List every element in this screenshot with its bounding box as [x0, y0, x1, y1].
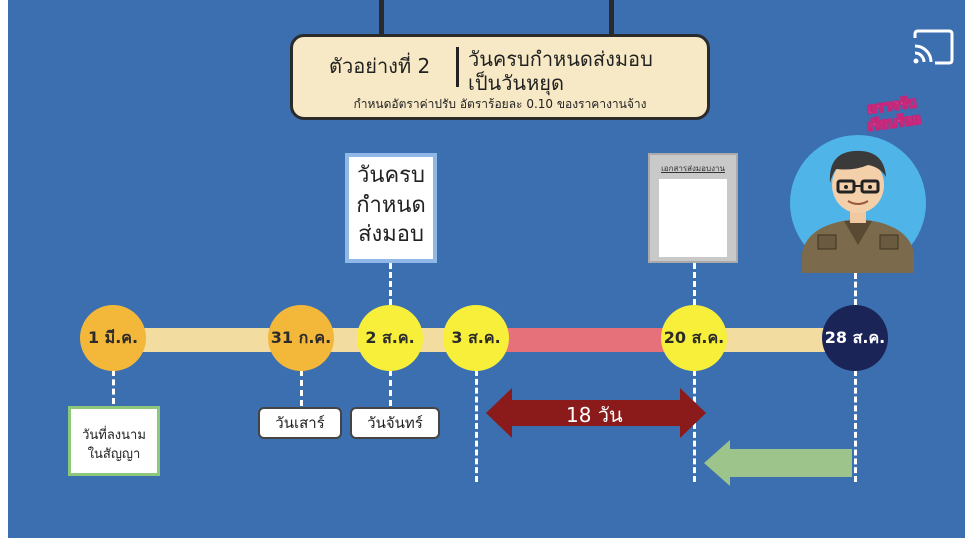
delivery-document: เอกสารส่งมอบงาน — [648, 153, 738, 263]
due-line2: กำหนด — [356, 192, 426, 218]
days-count-label: 18 วัน — [566, 403, 623, 427]
title-subtitle: กำหนดอัตราค่าปรับ อัตราร้อยละ 0.10 ของรา… — [353, 97, 647, 111]
contract-sign-card: วันที่ลงนาม ในสัญญา — [68, 406, 160, 476]
date-node-1: 1 มี.ค. — [80, 305, 146, 371]
back-arrow — [704, 440, 852, 486]
date-node-6: 28 ส.ค. — [822, 305, 888, 371]
connector-5-bottom — [693, 370, 696, 482]
connector-3-bottom — [389, 370, 392, 406]
video-frame: ตัวอย่างที่ 2 วันครบกำหนดส่งมอบ เป็นวันห… — [8, 0, 965, 538]
hanging-string-left — [379, 0, 384, 40]
connector-3-top — [389, 263, 392, 305]
date-node-5: 20 ส.ค. — [661, 305, 727, 371]
title-box: ตัวอย่างที่ 2 วันครบกำหนดส่งมอบ เป็นวันห… — [290, 34, 710, 120]
document-label: เอกสารส่งมอบงาน — [661, 164, 725, 173]
document-paper — [659, 179, 727, 257]
connector-4 — [475, 370, 478, 482]
sign-line1: วันที่ลงนาม — [82, 428, 146, 443]
due-line3: ส่งมอบ — [358, 222, 424, 248]
sign-line2: ในสัญญา — [87, 446, 141, 462]
inspection-label: ตรวจรับ เรียบร้อย — [836, 91, 950, 140]
date-node-4: 3 ส.ค. — [443, 305, 509, 371]
due-line1: วันครบ — [357, 163, 425, 188]
officer-avatar — [790, 135, 926, 273]
days-double-arrow — [486, 388, 706, 438]
connector-6-top — [854, 273, 857, 305]
connector-5-top — [693, 263, 696, 305]
title-separator — [456, 47, 459, 87]
connector-1 — [112, 370, 115, 404]
date-node-2: 31 ก.ค. — [268, 305, 334, 371]
title-line2: เป็นวันหยุด — [468, 71, 564, 95]
connector-2 — [300, 370, 303, 406]
title-line1: วันครบกำหนดส่งมอบ — [468, 47, 653, 71]
example-label: ตัวอย่างที่ 2 — [329, 54, 431, 78]
connector-6-bottom — [854, 370, 857, 482]
cast-icon[interactable] — [911, 28, 955, 66]
hanging-string-right — [609, 0, 614, 40]
monday-label: วันจันทร์ — [350, 407, 440, 439]
date-node-3: 2 ส.ค. — [357, 305, 423, 371]
saturday-label: วันเสาร์ — [258, 407, 342, 439]
due-date-card: วันครบ กำหนด ส่งมอบ — [345, 153, 437, 263]
